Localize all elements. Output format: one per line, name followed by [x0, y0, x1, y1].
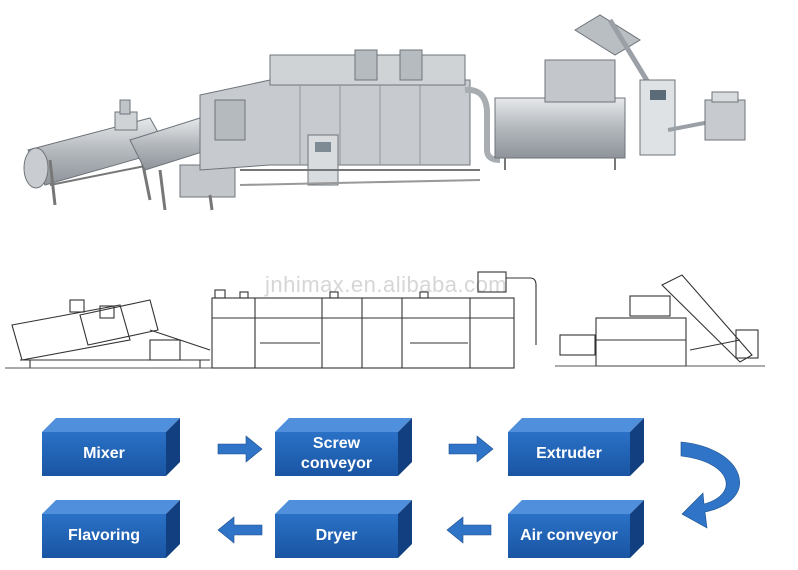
production-line-photo	[23, 14, 746, 211]
flow-step-flavoring: Flavoring	[42, 514, 166, 558]
flow-step-air-conveyor: Air conveyor	[508, 514, 630, 558]
box-dryer	[275, 500, 412, 558]
flow-step-dryer: Dryer	[275, 514, 398, 558]
flow-step-flavoring-label: Flavoring	[67, 527, 140, 544]
watermark-text: jnhimax.en.alibaba.com	[265, 272, 508, 297]
flow-step-mixer: Mixer	[42, 432, 166, 476]
flow-step-dryer-label: Dryer	[315, 527, 358, 544]
air-conveyor-pipe	[464, 86, 501, 163]
flow-step-screw-conveyor: Screw conveyor	[275, 432, 398, 476]
box-screw-conveyor	[275, 418, 412, 476]
flow-step-mixer-label: Mixer	[83, 445, 125, 462]
drawing-dryer	[211, 271, 537, 369]
arrow-right-1	[217, 435, 263, 463]
mixer-machine	[667, 91, 746, 141]
flow-step-extruder-label: Extruder	[536, 445, 602, 462]
box-mixer	[42, 418, 180, 476]
drawing-extruder	[555, 274, 765, 367]
production-line-drawing	[5, 271, 765, 369]
drawing-flavoring-drums	[5, 299, 215, 369]
flow-step-screw-conveyor-label: Screw conveyor	[300, 435, 373, 472]
arrow-left-2	[217, 516, 263, 544]
arrow-left-1	[446, 516, 492, 544]
arrow-right-2	[448, 435, 494, 463]
flow-step-extruder: Extruder	[508, 432, 630, 476]
extruder-machine	[494, 14, 676, 170]
flow-step-air-conveyor-label: Air conveyor	[520, 527, 618, 544]
dryer-machine	[199, 49, 481, 186]
flavoring-drum-machine	[23, 99, 169, 206]
curved-arrow-down	[680, 441, 740, 529]
box-flavoring	[42, 500, 180, 558]
box-extruder	[508, 418, 644, 476]
box-air-conveyor	[508, 500, 644, 558]
